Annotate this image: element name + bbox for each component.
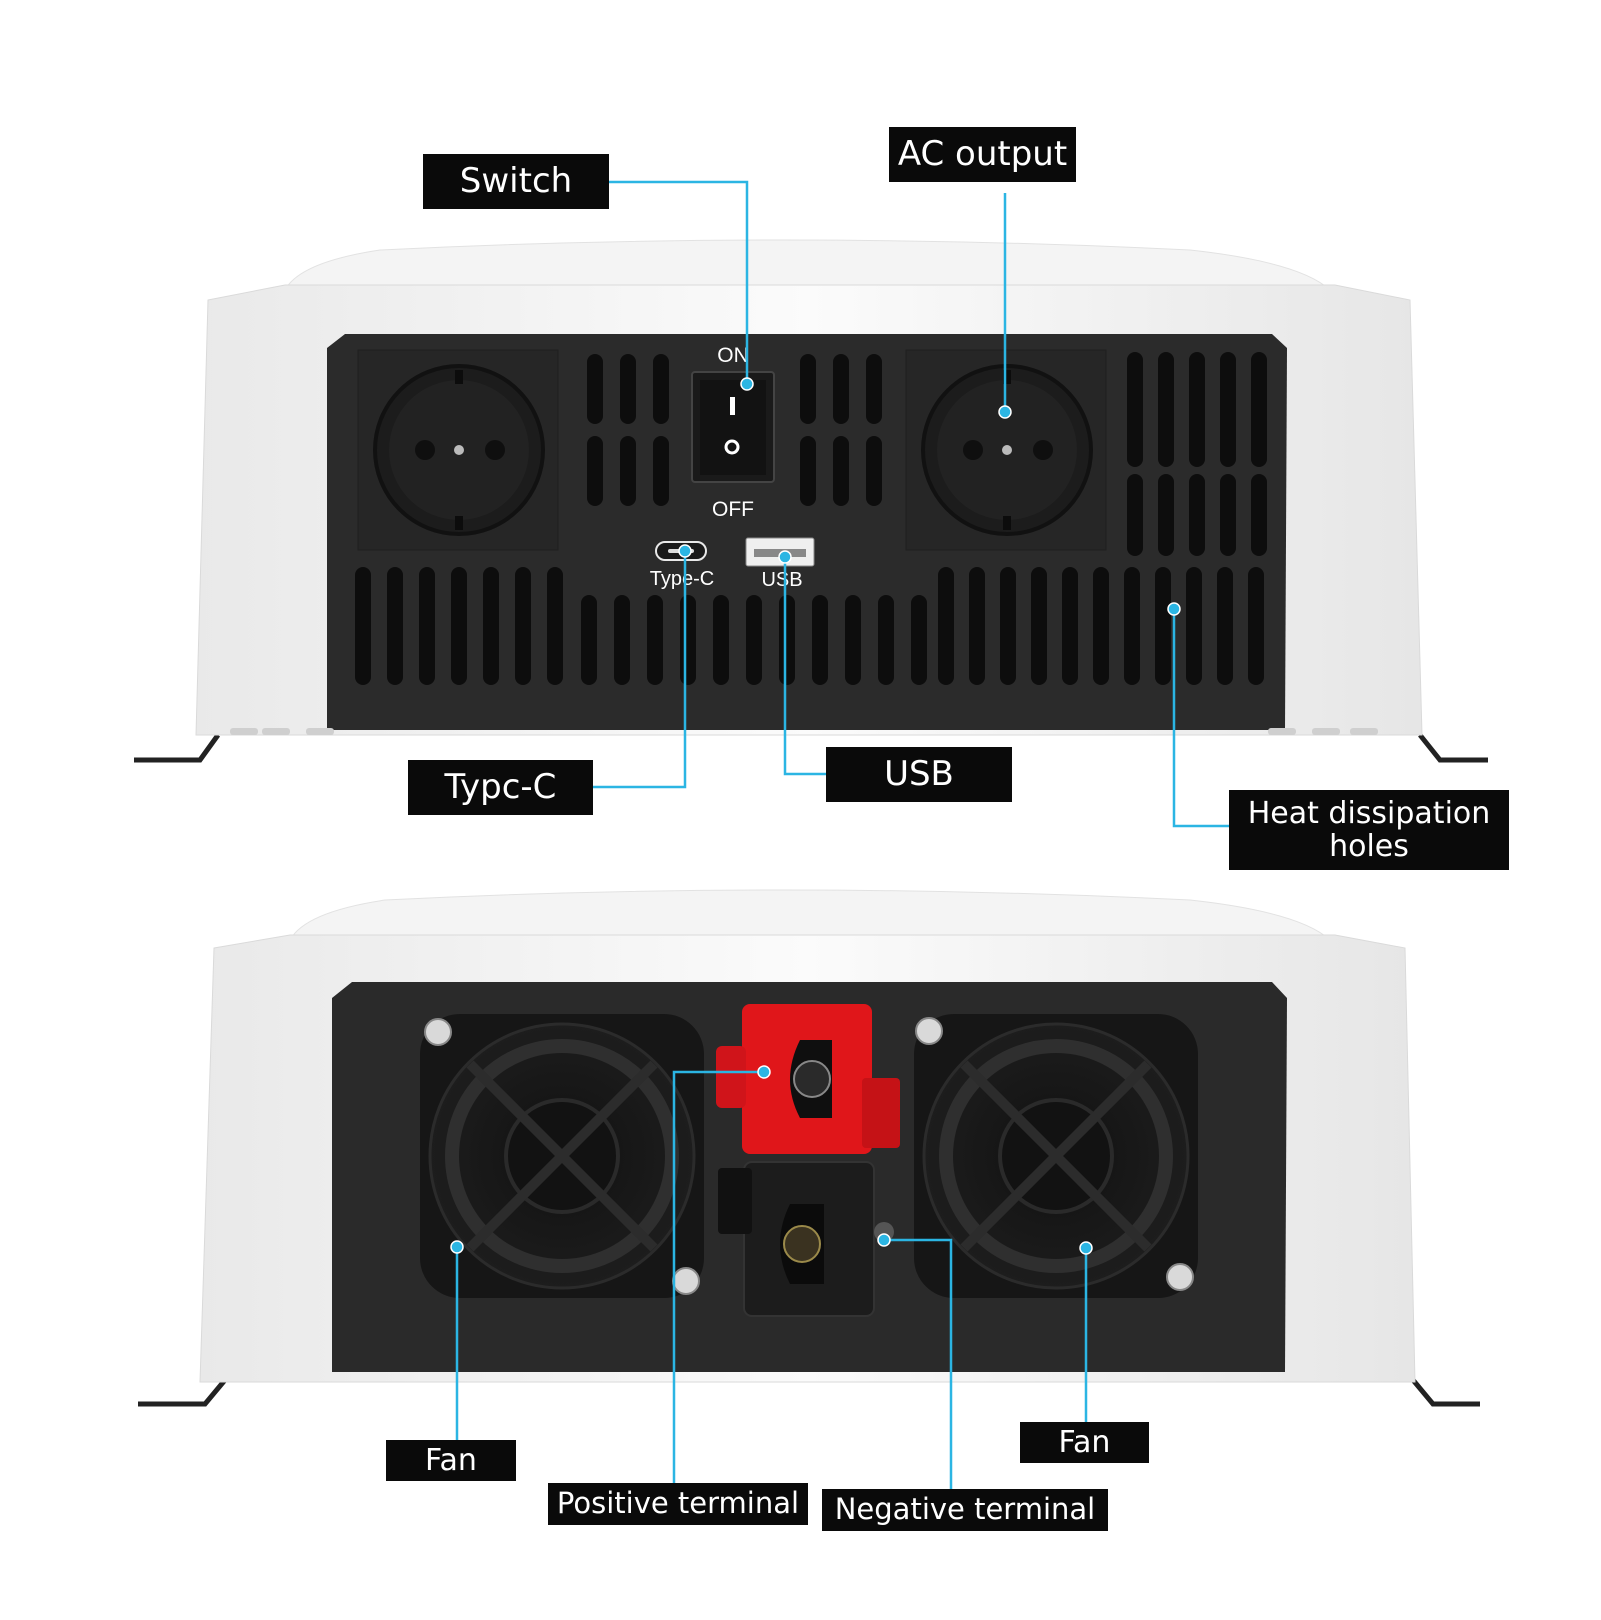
vent-slot	[779, 595, 795, 685]
switch-on-text: ON	[717, 344, 749, 367]
vent-slot	[1217, 567, 1233, 685]
heat-dissipation-label: Heat dissipation holes	[1229, 790, 1509, 870]
heat-dissipation-label-line1: Heat dissipation	[1247, 796, 1491, 831]
vent-slot	[911, 595, 927, 685]
vent-slot	[653, 436, 669, 506]
vent-slot	[387, 567, 403, 685]
switch-leader	[609, 180, 749, 384]
switch-off-text: OFF	[712, 498, 754, 521]
vent-slot	[1158, 474, 1174, 556]
vent-slot	[1127, 474, 1143, 556]
vent-slot	[1189, 474, 1205, 556]
front-view: ON OFF Type-C USB	[134, 239, 1488, 763]
positive-terminal-label: Positive terminal	[548, 1483, 808, 1525]
vent-slot	[587, 436, 603, 506]
negative-terminal[interactable]	[718, 1161, 894, 1317]
vent-slot	[1000, 567, 1016, 685]
vent-slot	[620, 354, 636, 424]
left-foot	[134, 733, 221, 763]
typec-label: Typc-C	[408, 760, 593, 815]
fan-left-label: Fan	[386, 1440, 516, 1481]
vent-slot	[419, 567, 435, 685]
vent-slot	[653, 354, 669, 424]
usb-port[interactable]	[745, 537, 815, 567]
vent-slot	[1031, 567, 1047, 685]
vent-slot	[800, 436, 816, 506]
vent-slot	[483, 567, 499, 685]
switch-label: Switch	[423, 154, 609, 209]
vent-slot	[800, 354, 816, 424]
rear-view	[138, 889, 1480, 1407]
vent-slot	[614, 595, 630, 685]
vent-slot	[620, 436, 636, 506]
fan-right	[914, 1014, 1198, 1298]
power-switch[interactable]	[691, 371, 775, 483]
negative-terminal-label: Negative terminal	[822, 1489, 1108, 1531]
ac-output-label: AC output	[889, 127, 1076, 182]
vent-slot	[547, 567, 563, 685]
vent-slot	[1093, 567, 1109, 685]
rear-handle	[289, 889, 1332, 941]
panel-screws	[424, 1017, 1194, 1295]
vent-slot	[1189, 352, 1205, 467]
vent-slot	[1186, 567, 1202, 685]
callout-lines	[455, 180, 1229, 1489]
vent-slot	[1220, 474, 1236, 556]
vent-slot	[1251, 474, 1267, 556]
vent-slot	[1248, 567, 1264, 685]
vent-slot	[938, 567, 954, 685]
vent-slot	[647, 595, 663, 685]
right-foot	[1418, 733, 1488, 763]
vent-slot	[680, 595, 696, 685]
vent-slot	[866, 354, 882, 424]
callout-dots	[450, 377, 1181, 1255]
vent-slot	[866, 436, 882, 506]
vent-slot	[1062, 567, 1078, 685]
vent-slot	[1158, 352, 1174, 467]
positive-terminal[interactable]	[716, 1004, 900, 1154]
vent-slot	[1220, 352, 1236, 467]
ac-socket-left	[357, 349, 559, 551]
rear-right-foot	[1411, 1378, 1480, 1407]
vent-slot	[355, 567, 371, 685]
vent-slot	[1124, 567, 1140, 685]
heat-leader	[1172, 609, 1229, 828]
vent-slot	[878, 595, 894, 685]
fan-right-label: Fan	[1020, 1422, 1149, 1463]
vent-slot	[746, 595, 762, 685]
top-handle	[284, 239, 1332, 291]
usb-label: USB	[826, 747, 1012, 802]
vent-slot	[812, 595, 828, 685]
vent-slot	[515, 567, 531, 685]
vent-slot	[833, 436, 849, 506]
vent-slot	[713, 595, 729, 685]
heat-dissipation-holes	[355, 352, 1267, 685]
typec-port-text: Type-C	[650, 568, 714, 590]
positive-leader	[672, 1070, 764, 1483]
vent-slot	[451, 567, 467, 685]
vent-slot	[969, 567, 985, 685]
bottom-bumps	[230, 728, 1378, 735]
vent-slot	[1251, 352, 1267, 467]
vent-slot	[581, 595, 597, 685]
typec-leader	[593, 551, 687, 789]
heat-dissipation-label-line2: holes	[1329, 829, 1409, 864]
vent-slot	[833, 354, 849, 424]
vent-slot	[1155, 567, 1171, 685]
usb-leader	[783, 557, 826, 776]
vent-slot	[1127, 352, 1143, 467]
rear-left-foot	[138, 1378, 227, 1407]
vent-slot	[845, 595, 861, 685]
usb-port-text: USB	[761, 569, 802, 591]
fan-left	[420, 1014, 704, 1298]
negative-leader	[884, 1238, 953, 1489]
vent-slot	[587, 354, 603, 424]
